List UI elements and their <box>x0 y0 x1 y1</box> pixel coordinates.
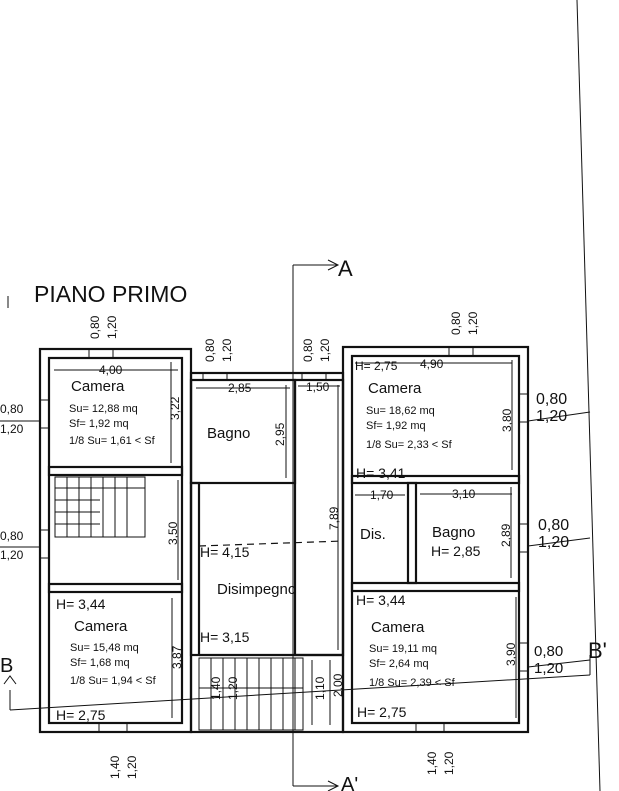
dim-7-89: 7,89 <box>327 506 341 530</box>
opening-e2-height: 1,20 <box>538 534 569 551</box>
dim-4-00: 4,00 <box>99 363 123 377</box>
section-mark-a: A <box>338 256 353 281</box>
section-mark-a-prime: A' <box>341 774 358 791</box>
room-su-camera-nw: Su= 12,88 mq <box>69 403 138 415</box>
room-name-camera-sw: Camera <box>74 618 128 635</box>
section-mark-b-prime: B' <box>588 638 607 663</box>
staircase-west <box>54 476 146 538</box>
room-height-bottom-camera-ne: H= 3,41 <box>356 465 406 481</box>
dim-3-90: 3,90 <box>504 642 518 666</box>
plan-title: PIANO PRIMO <box>34 281 187 307</box>
dim-3-22: 3,22 <box>168 396 182 420</box>
room-height-bottom-disimpegno: H= 3,15 <box>200 629 250 645</box>
room-ratio-camera-ne: 1/8 Su= 2,33 < Sf <box>366 439 453 451</box>
opening-n3-height: 1,20 <box>318 338 332 362</box>
dim-4-90: 4,90 <box>420 357 444 371</box>
opening-e1-width: 0,80 <box>536 391 567 408</box>
dim-1-70: 1,70 <box>370 488 394 502</box>
room-su-camera-se: Su= 19,11 mq <box>369 643 437 655</box>
room-ratio-camera-se: 1/8 Su= 2,39 < Sf <box>369 677 456 689</box>
dim-2-95: 2,95 <box>273 422 287 446</box>
dim-2-00: 2,00 <box>331 673 345 697</box>
opening-w1-height: 1,20 <box>0 422 24 436</box>
paper-edge-line <box>576 0 601 791</box>
opening-w2-height: 1,20 <box>0 548 24 562</box>
room-ratio-camera-sw: 1/8 Su= 1,94 < Sf <box>70 675 157 687</box>
section-mark-b: B <box>0 655 13 677</box>
window-marks <box>39 346 529 733</box>
section-line-a <box>292 259 340 791</box>
section-line-b <box>3 655 591 711</box>
dim-2-85: 2,85 <box>228 381 252 395</box>
opening-stair-height: 1,20 <box>226 676 240 700</box>
room-sf-camera-nw: Sf= 1,92 mq <box>69 418 129 430</box>
room-name-camera-nw: Camera <box>71 378 125 395</box>
room-sf-camera-sw: Sf= 1,68 mq <box>70 657 130 669</box>
room-su-camera-sw: Su= 15,48 mq <box>70 642 139 654</box>
opening-e3-width: 0,80 <box>534 643 563 660</box>
room-height-camera-sw: H= 3,44 <box>56 596 106 612</box>
room-name-bagno-e: Bagno <box>432 524 475 541</box>
opening-s2-width: 1,40 <box>425 751 439 775</box>
room-height-camera-se: H= 3,44 <box>356 592 406 608</box>
opening-n4-height: 1,20 <box>466 311 480 335</box>
staircase-south <box>198 657 304 731</box>
room-name-camera-ne: Camera <box>368 380 422 397</box>
opening-s1-width: 1,40 <box>108 755 122 779</box>
room-height-bottom-camera-se: H= 2,75 <box>357 704 407 720</box>
opening-n3-width: 0,80 <box>301 338 315 362</box>
room-height-bagno-e: H= 2,85 <box>431 543 481 559</box>
room-ratio-camera-nw: 1/8 Su= 1,61 < Sf <box>69 435 156 447</box>
opening-n4-width: 0,80 <box>449 311 463 335</box>
room-height-top-camera-ne: H= 2,75 <box>355 359 398 373</box>
dimension-lines <box>0 360 591 725</box>
opening-e2-width: 0,80 <box>538 517 569 534</box>
room-name-bagno-w: Bagno <box>207 425 250 442</box>
opening-n2-width: 0,80 <box>203 338 217 362</box>
opening-s1-height: 1,20 <box>125 755 139 779</box>
room-height-bottom-camera-sw: H= 2,75 <box>56 707 106 723</box>
dim-1-50: 1,50 <box>306 380 330 394</box>
opening-e1-height: 1,20 <box>536 408 567 425</box>
dim-2-89: 2,89 <box>499 523 513 547</box>
dim-3-50: 3,50 <box>166 521 180 545</box>
opening-n1-height: 1,20 <box>105 315 119 339</box>
opening-w2-width: 0,80 <box>0 529 24 543</box>
dim-3-87: 3,87 <box>170 645 184 669</box>
opening-n1-width: 0,80 <box>88 315 102 339</box>
opening-s2-height: 1,20 <box>442 751 456 775</box>
room-name-disimpegno: Disimpegno <box>217 581 296 598</box>
dim-1-10: 1,10 <box>313 676 327 700</box>
opening-e3-height: 1,20 <box>534 660 563 677</box>
opening-w1-width: 0,80 <box>0 402 24 416</box>
room-su-camera-ne: Su= 18,62 mq <box>366 405 435 417</box>
opening-stair-width: 1,40 <box>209 676 223 700</box>
room-name-dis: Dis. <box>360 526 386 543</box>
dim-3-80: 3,80 <box>500 408 514 432</box>
opening-n2-height: 1,20 <box>220 338 234 362</box>
room-sf-camera-se: Sf= 2,64 mq <box>369 658 429 670</box>
room-name-camera-se: Camera <box>371 619 425 636</box>
dim-3-10: 3,10 <box>452 487 476 501</box>
room-height-top-disimpegno: H= 4,15 <box>200 544 250 560</box>
ceiling-change-line <box>198 540 344 547</box>
room-sf-camera-ne: Sf= 1,92 mq <box>366 420 426 432</box>
